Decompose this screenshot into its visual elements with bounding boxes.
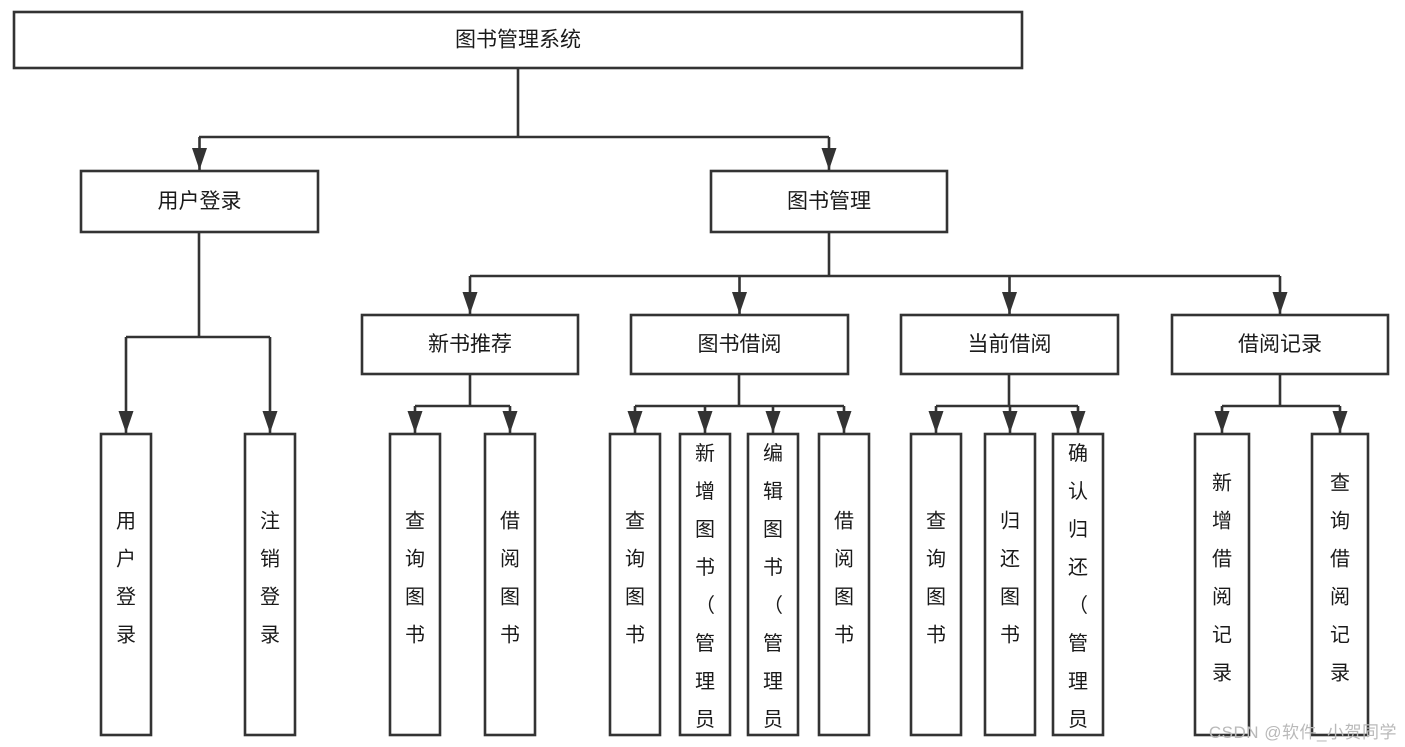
- arrow-head-icon: [192, 148, 207, 170]
- node-leaf-0-box[interactable]: [99, 432, 153, 737]
- node-level2-0-box[interactable]: [79, 169, 320, 234]
- node-level2-0[interactable]: 用户登录: [79, 169, 320, 234]
- node-level3-0-label: 新书推荐: [428, 333, 512, 356]
- node-level3-2[interactable]: 当前借阅: [899, 313, 1120, 376]
- arrow-head-icon: [765, 411, 781, 433]
- node-leaf-1-box[interactable]: [243, 432, 297, 737]
- node-leaf-12[interactable]: 查询借阅记录: [1310, 432, 1370, 737]
- arrow-head-icon: [1272, 292, 1288, 314]
- node-leaf-12-label: 查询借阅记录: [1330, 472, 1350, 685]
- node-level2-1-label: 图书管理: [787, 190, 871, 213]
- node-leaf-0-label: 用户登录: [116, 511, 136, 647]
- arrow-head-icon: [1070, 411, 1086, 433]
- connectors-layer: [118, 68, 1348, 433]
- arrow-head-icon: [502, 411, 518, 433]
- node-root-system-box[interactable]: [12, 10, 1024, 70]
- arrow-head-icon: [1002, 411, 1018, 433]
- node-leaf-0[interactable]: 用户登录: [99, 432, 153, 737]
- node-leaf-2-box[interactable]: [388, 432, 442, 737]
- node-leaf-8-box[interactable]: [909, 432, 963, 737]
- node-level3-0-box[interactable]: [360, 313, 580, 376]
- node-leaf-11[interactable]: 新增借阅记录: [1193, 432, 1251, 737]
- arrow-head-icon: [697, 411, 713, 433]
- node-level2-1[interactable]: 图书管理: [709, 169, 949, 234]
- node-leaf-8-label: 查询图书: [926, 510, 946, 647]
- node-level3-1-box[interactable]: [629, 313, 850, 376]
- nodes-layer: 图书管理系统用户登录图书管理新书推荐图书借阅当前借阅借阅记录用户登录注销登录查询…: [12, 10, 1390, 747]
- arrow-head-icon: [462, 292, 478, 314]
- node-leaf-4[interactable]: 查询图书: [608, 432, 662, 737]
- node-leaf-5-label: 新增图书（管理员）: [695, 442, 715, 747]
- node-leaf-4-label: 查询图书: [625, 510, 645, 647]
- arrow-head-icon: [732, 292, 747, 314]
- node-leaf-11-label: 新增借阅记录: [1212, 472, 1232, 685]
- node-leaf-7-label: 借阅图书: [834, 510, 854, 647]
- node-leaf-3[interactable]: 借阅图书: [483, 432, 537, 737]
- node-level3-3[interactable]: 借阅记录: [1170, 313, 1390, 376]
- node-root-system-label: 图书管理系统: [455, 29, 581, 52]
- node-leaf-5-box[interactable]: [678, 432, 732, 737]
- node-level3-2-box[interactable]: [899, 313, 1120, 376]
- arrow-head-icon: [627, 411, 643, 433]
- node-level3-2-label: 当前借阅: [968, 333, 1052, 356]
- node-leaf-1-label: 注销登录: [260, 510, 280, 647]
- node-leaf-2[interactable]: 查询图书: [388, 432, 442, 737]
- node-level3-3-box[interactable]: [1170, 313, 1390, 376]
- arrow-head-icon: [1332, 411, 1348, 433]
- node-leaf-12-box[interactable]: [1310, 432, 1370, 737]
- node-level3-1[interactable]: 图书借阅: [629, 313, 850, 376]
- node-leaf-7-box[interactable]: [817, 432, 871, 737]
- node-leaf-2-label: 查询图书: [405, 510, 425, 647]
- node-level3-0[interactable]: 新书推荐: [360, 313, 580, 376]
- arrow-head-icon: [821, 148, 837, 170]
- node-level3-1-label: 图书借阅: [698, 333, 782, 356]
- csdn-watermark: CSDN @软件_小贺同学: [1208, 723, 1397, 742]
- node-level2-0-label: 用户登录: [158, 190, 242, 213]
- node-leaf-10-label: 确认归还（管理员）: [1068, 442, 1088, 747]
- arrow-head-icon: [118, 411, 134, 433]
- node-leaf-3-box[interactable]: [483, 432, 537, 737]
- node-leaf-10[interactable]: 确认归还（管理员）: [1051, 432, 1105, 747]
- node-leaf-6[interactable]: 编辑图书（管理员）: [746, 432, 800, 747]
- node-leaf-11-box[interactable]: [1193, 432, 1251, 737]
- node-leaf-8[interactable]: 查询图书: [909, 432, 963, 737]
- node-leaf-1[interactable]: 注销登录: [243, 432, 297, 737]
- node-leaf-7[interactable]: 借阅图书: [817, 432, 871, 737]
- arrow-head-icon: [928, 411, 944, 433]
- arrow-head-icon: [1214, 411, 1230, 433]
- node-level2-1-box[interactable]: [709, 169, 949, 234]
- arrow-head-icon: [1002, 292, 1017, 314]
- node-leaf-9-box[interactable]: [983, 432, 1037, 737]
- node-leaf-10-box[interactable]: [1051, 432, 1105, 737]
- arrow-head-icon: [836, 411, 852, 433]
- arrow-head-icon: [407, 411, 423, 433]
- node-level3-3-label: 借阅记录: [1238, 333, 1322, 356]
- node-leaf-4-box[interactable]: [608, 432, 662, 737]
- arrow-head-icon: [262, 411, 278, 433]
- node-leaf-9[interactable]: 归还图书: [983, 432, 1037, 737]
- node-root-system[interactable]: 图书管理系统: [12, 10, 1024, 70]
- node-leaf-5[interactable]: 新增图书（管理员）: [678, 432, 732, 747]
- node-leaf-6-box[interactable]: [746, 432, 800, 737]
- node-leaf-9-label: 归还图书: [1000, 510, 1020, 647]
- node-leaf-3-label: 借阅图书: [500, 510, 520, 647]
